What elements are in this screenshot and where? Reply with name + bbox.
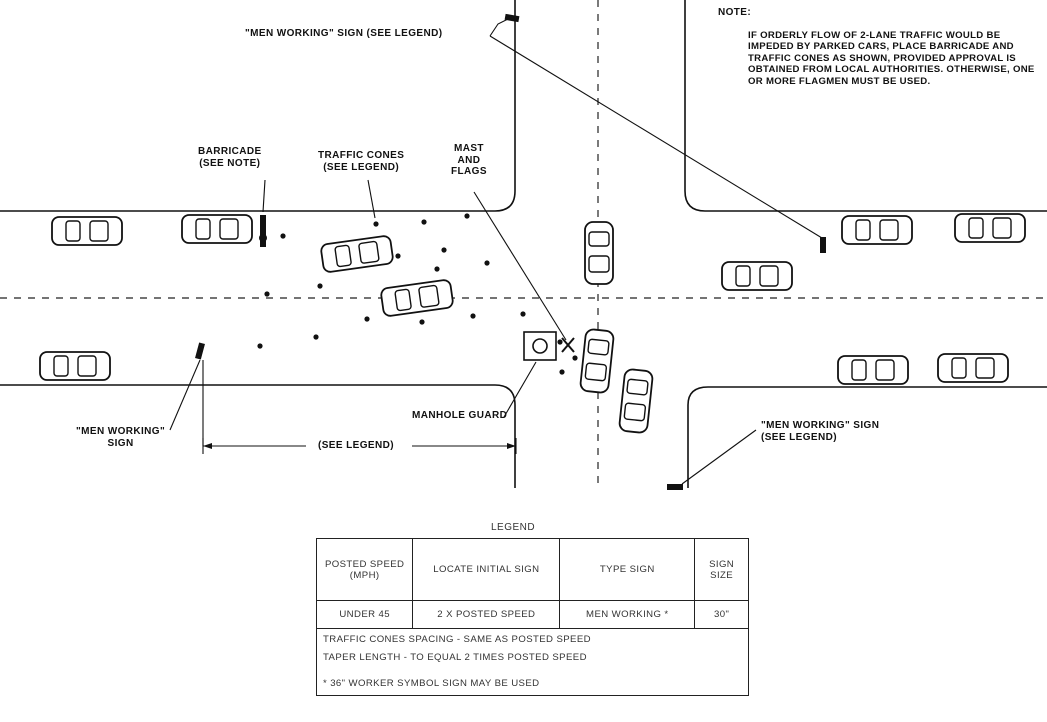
- traffic-cones: [257, 213, 578, 375]
- traffic-cone: [419, 319, 425, 325]
- legend-table: POSTED SPEED (MPH) LOCATE INITIAL SIGN T…: [315, 538, 749, 696]
- legend-cell: 30": [694, 600, 749, 629]
- legend-header-cell: SIGN SIZE: [694, 538, 749, 601]
- traffic-cone: [364, 316, 370, 322]
- sign-top: [504, 13, 520, 23]
- sign-right-upper: [820, 237, 826, 253]
- label-traffic-cones: TRAFFIC CONES (SEE LEGEND): [318, 150, 405, 173]
- dimension-line: [202, 360, 517, 454]
- legend-note: TAPER LENGTH - TO EQUAL 2 TIMES POSTED S…: [323, 652, 587, 663]
- car-vertical-center: [578, 327, 616, 395]
- traffic-cone: [470, 313, 476, 319]
- road-edge-top-left: [0, 0, 516, 212]
- traffic-cone: [264, 291, 270, 297]
- label-men-working-sign-left: "MEN WORKING" SIGN: [76, 426, 166, 449]
- traffic-cone: [313, 334, 319, 340]
- road-edge-top-right: [684, 0, 1047, 212]
- traffic-cone: [280, 233, 286, 239]
- men-working-signs: [195, 13, 826, 490]
- road-edge-bottom-left: [0, 384, 516, 488]
- car-vertical-north: [584, 221, 614, 285]
- traffic-cone: [421, 219, 427, 225]
- legend-cell: 2 X POSTED SPEED: [412, 600, 561, 629]
- cars: [39, 213, 1026, 435]
- legend-header-cell: POSTED SPEED (MPH): [315, 538, 414, 601]
- note-body: IF ORDERLY FLOW OF 2-LANE TRAFFIC WOULD …: [748, 30, 1035, 87]
- legend-header-row: POSTED SPEED (MPH) LOCATE INITIAL SIGN T…: [315, 538, 749, 601]
- car-parked-top-right-2: [954, 213, 1026, 243]
- car-parked-bottom-left: [39, 351, 111, 381]
- label-men-working-sign-top: "MEN WORKING" SIGN (SEE LEGEND): [245, 28, 443, 39]
- legend-note: * 36" WORKER SYMBOL SIGN MAY BE USED: [323, 678, 540, 689]
- car-parked-bottom-right-1: [837, 355, 909, 385]
- legend-header-cell: TYPE SIGN: [559, 538, 696, 601]
- traffic-cone: [559, 369, 565, 375]
- barricade-symbol: [259, 215, 267, 247]
- traffic-cone: [441, 247, 447, 253]
- legend-data-row: UNDER 45 2 X POSTED SPEED MEN WORKING * …: [315, 600, 749, 629]
- car-parked-bottom-right-2: [937, 353, 1009, 383]
- traffic-cone: [317, 283, 323, 289]
- car-turning-2: [379, 278, 455, 318]
- legend-cell: MEN WORKING *: [559, 600, 696, 629]
- traffic-cone: [373, 221, 379, 227]
- leader-lines: [169, 18, 823, 485]
- manhole-guard-symbol: [523, 331, 557, 361]
- sign-left: [195, 342, 205, 360]
- legend-notes: TRAFFIC CONES SPACING - SAME AS POSTED S…: [316, 628, 749, 696]
- traffic-cone: [557, 339, 563, 345]
- traffic-cone: [257, 343, 263, 349]
- dimension-arrows: [203, 443, 516, 449]
- car-parked-top-left-2: [181, 214, 253, 244]
- traffic-cone: [484, 260, 490, 266]
- label-dimension-see-legend: (SEE LEGEND): [318, 440, 394, 451]
- traffic-cone: [572, 355, 578, 361]
- label-barricade: BARRICADE (SEE NOTE): [198, 146, 262, 169]
- legend-cell: UNDER 45: [315, 600, 414, 629]
- road-edge-bottom-right: [687, 386, 1047, 488]
- label-manhole-guard: MANHOLE GUARD: [412, 410, 508, 421]
- traffic-cone: [434, 266, 440, 272]
- label-men-working-sign-right: "MEN WORKING" SIGN (SEE LEGEND): [761, 420, 880, 443]
- note-title: NOTE:: [718, 7, 752, 18]
- traffic-cone: [464, 213, 470, 219]
- car-parked-top-right-1: [841, 215, 913, 245]
- traffic-cone: [395, 253, 401, 259]
- car-turning-1: [319, 234, 395, 274]
- road-edges: [0, 0, 1047, 488]
- traffic-cone: [520, 311, 526, 317]
- car-middle-right: [721, 261, 793, 291]
- legend-title: LEGEND: [491, 522, 536, 533]
- legend-notes-row: TRAFFIC CONES SPACING - SAME AS POSTED S…: [316, 628, 749, 696]
- mast-flags-symbol: [561, 337, 575, 353]
- car-vertical-south: [617, 367, 655, 435]
- car-parked-top-left-1: [51, 216, 123, 246]
- legend-note: TRAFFIC CONES SPACING - SAME AS POSTED S…: [323, 634, 591, 645]
- sign-bottom-right: [667, 484, 683, 490]
- label-mast-flags: MAST AND FLAGS: [451, 143, 487, 177]
- legend-header-cell: LOCATE INITIAL SIGN: [412, 538, 561, 601]
